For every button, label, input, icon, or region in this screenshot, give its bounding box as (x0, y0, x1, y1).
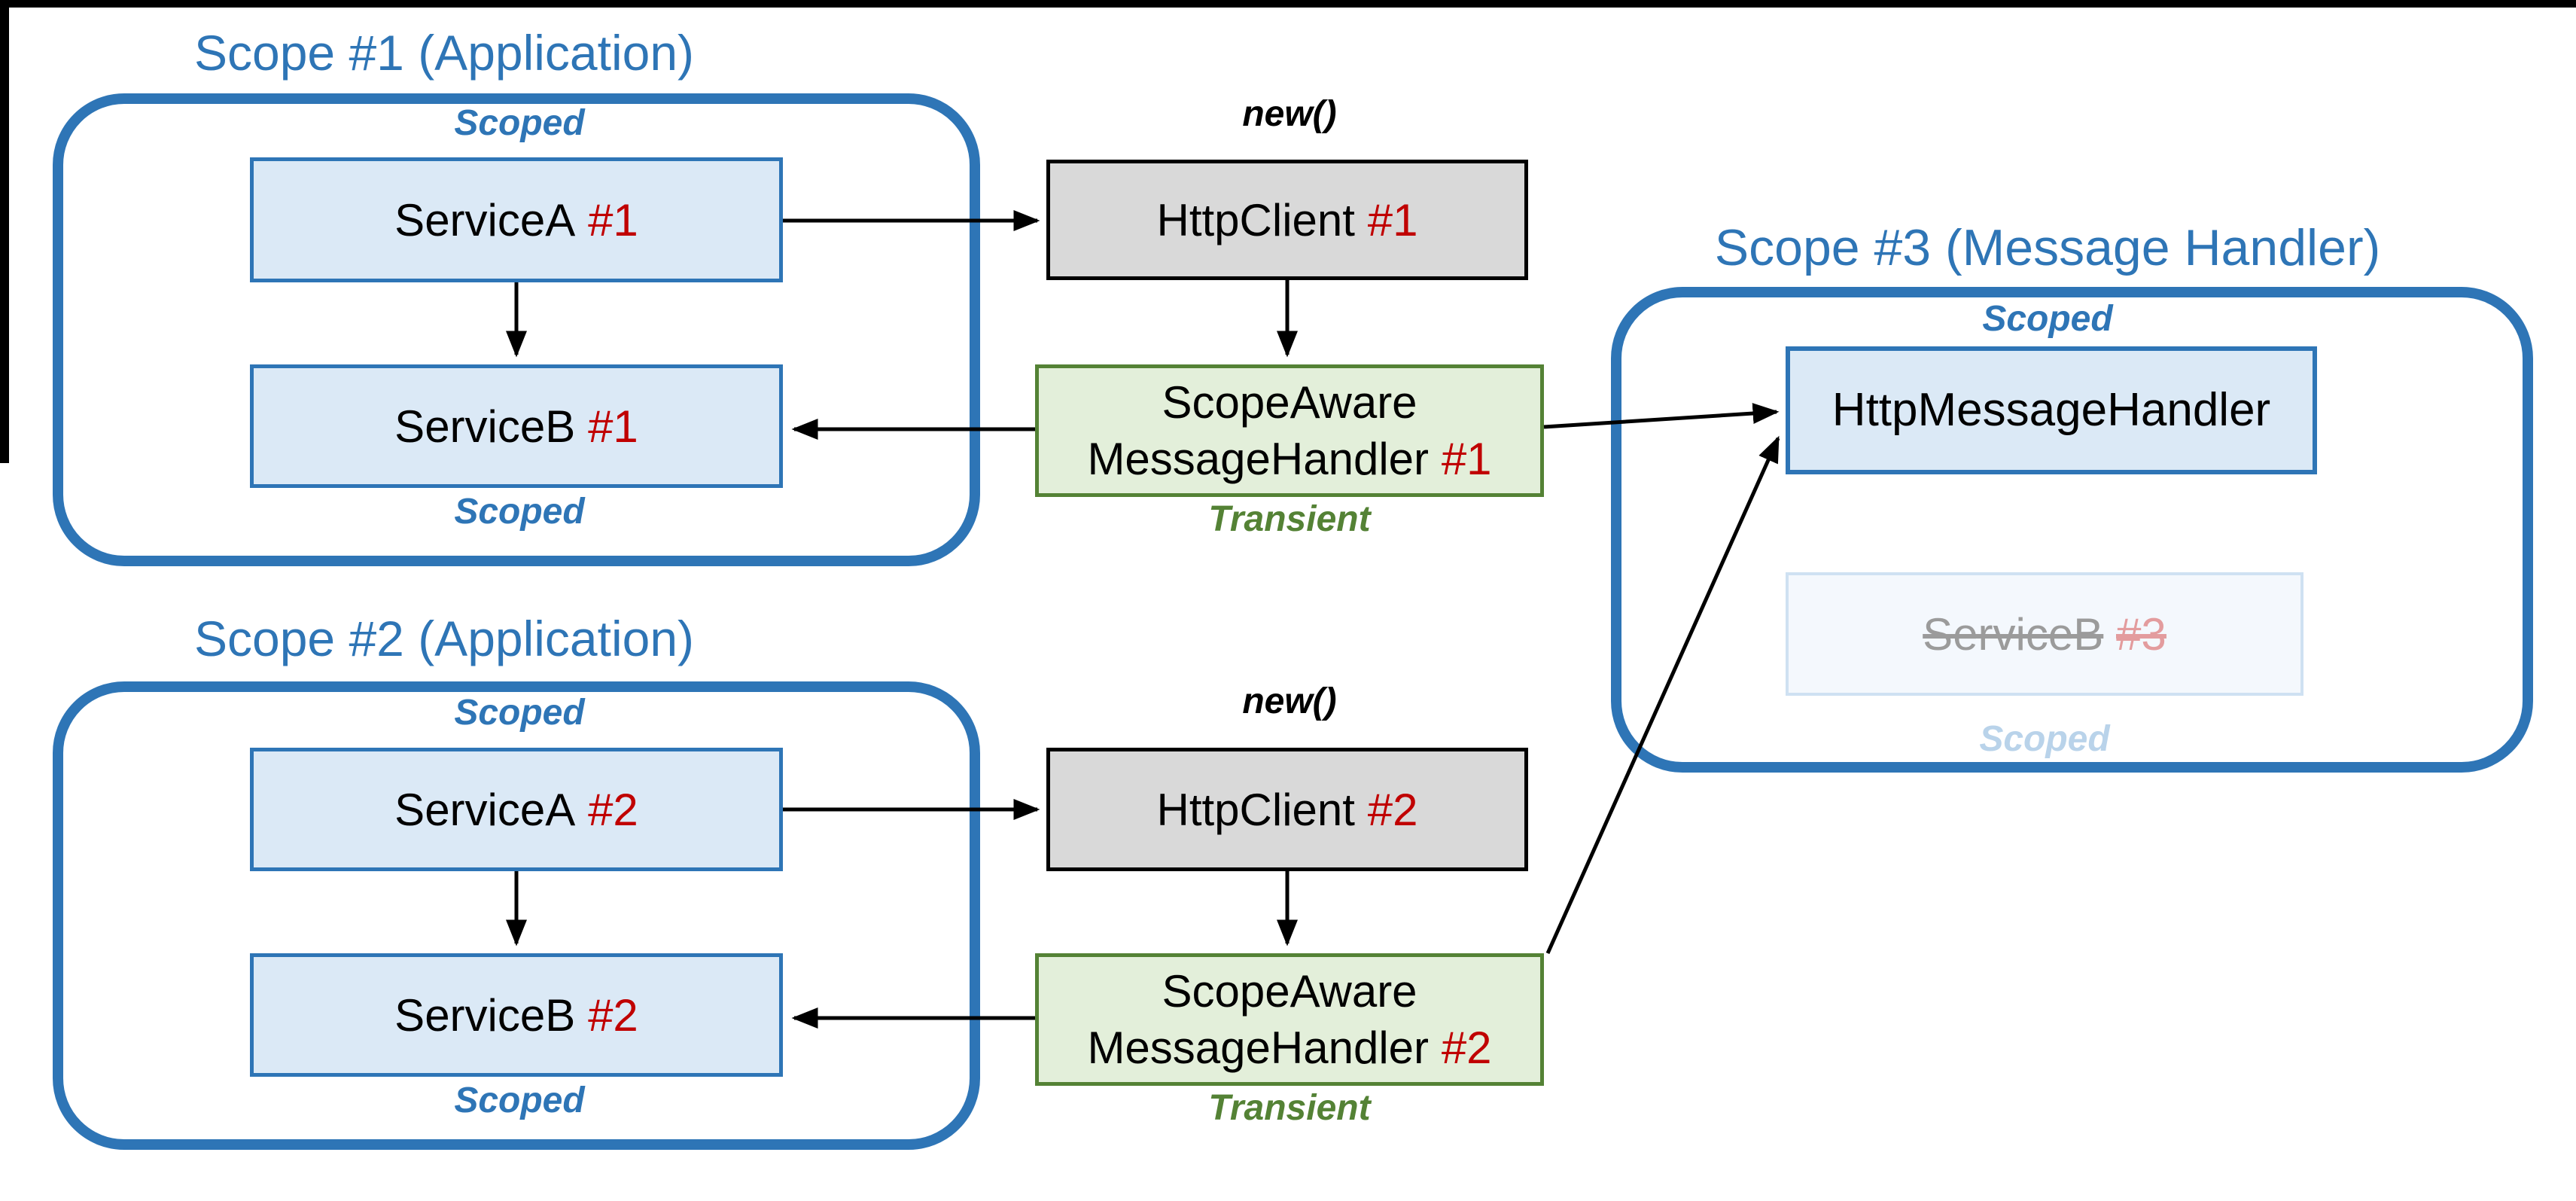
scope1-scoped-top-label: Scoped (454, 103, 585, 143)
httpmessagehandler-label: HttpMessageHandler (1832, 384, 2271, 437)
scopeaware-handler1-line2: MessageHandler (1087, 434, 1430, 484)
serviceb2-instance: #2 (588, 989, 638, 1041)
new2-label: new() (1242, 681, 1337, 721)
servicea1-label: ServiceA (394, 194, 576, 245)
httpmessagehandler-box: HttpMessageHandler (1786, 346, 2317, 474)
serviceb1-label: ServiceB (394, 401, 576, 452)
servicea2-instance: #2 (588, 784, 638, 835)
scope3-container (1611, 287, 2533, 773)
httpclient2-label: HttpClient (1156, 784, 1355, 835)
scopeaware-handler2-line1: ScopeAware (1162, 966, 1417, 1017)
scope2-scoped-bottom-label: Scoped (454, 1081, 585, 1120)
serviceb3-box: ServiceB#3 (1786, 572, 2303, 696)
httpclient1-label: HttpClient (1156, 194, 1355, 245)
arrow-handler2-to-httpmessagehandler (1545, 435, 1780, 955)
servicea1-box: ServiceA#1 (250, 157, 783, 282)
serviceb3-label: ServiceB (1923, 608, 2104, 660)
scope3-scoped-bottom-label: Scoped (1979, 719, 2110, 759)
scope1-scoped-bottom-label: Scoped (454, 492, 585, 532)
scope1-title: Scope #1 (Application) (193, 25, 695, 81)
httpclient1-instance: #1 (1367, 194, 1418, 245)
scopeaware-handler2-box: ScopeAware MessageHandler#2 (1035, 953, 1544, 1086)
serviceb2-box: ServiceB#2 (250, 953, 783, 1077)
scopeaware-handler1-line1: ScopeAware (1162, 377, 1417, 428)
serviceb1-box: ServiceB#1 (250, 364, 783, 488)
httpclient1-box: HttpClient#1 (1046, 160, 1528, 280)
servicea1-instance: #1 (588, 194, 638, 245)
arrow-handler1-to-httpmessagehandler (1543, 403, 1780, 429)
new1-label: new() (1242, 94, 1337, 134)
scope3-title: Scope #3 (Message Handler) (1714, 219, 2381, 276)
scopeaware-handler1-box: ScopeAware MessageHandler#1 (1035, 364, 1544, 497)
scope2-scoped-top-label: Scoped (454, 693, 585, 733)
serviceb1-instance: #1 (588, 401, 638, 452)
httpclient2-instance: #2 (1367, 784, 1418, 835)
serviceb3-instance: #3 (2116, 608, 2166, 660)
letterbox-left (0, 0, 9, 463)
httpclient2-box: HttpClient#2 (1046, 748, 1528, 871)
scope2-container (53, 681, 980, 1150)
letterbox-top (0, 0, 2576, 8)
servicea2-label: ServiceA (394, 784, 576, 835)
scope2-title: Scope #2 (Application) (193, 611, 695, 666)
scope1-container (53, 93, 980, 566)
transient2-label: Transient (1208, 1088, 1371, 1128)
transient1-label: Transient (1208, 499, 1371, 539)
servicea2-box: ServiceA#2 (250, 748, 783, 871)
scopeaware-handler1-instance: #1 (1441, 434, 1492, 484)
serviceb2-label: ServiceB (394, 989, 576, 1041)
scopeaware-handler2-instance: #2 (1441, 1023, 1492, 1073)
scope3-scoped-top-label: Scoped (1982, 299, 2113, 339)
scopeaware-handler2-line2: MessageHandler (1087, 1023, 1430, 1073)
